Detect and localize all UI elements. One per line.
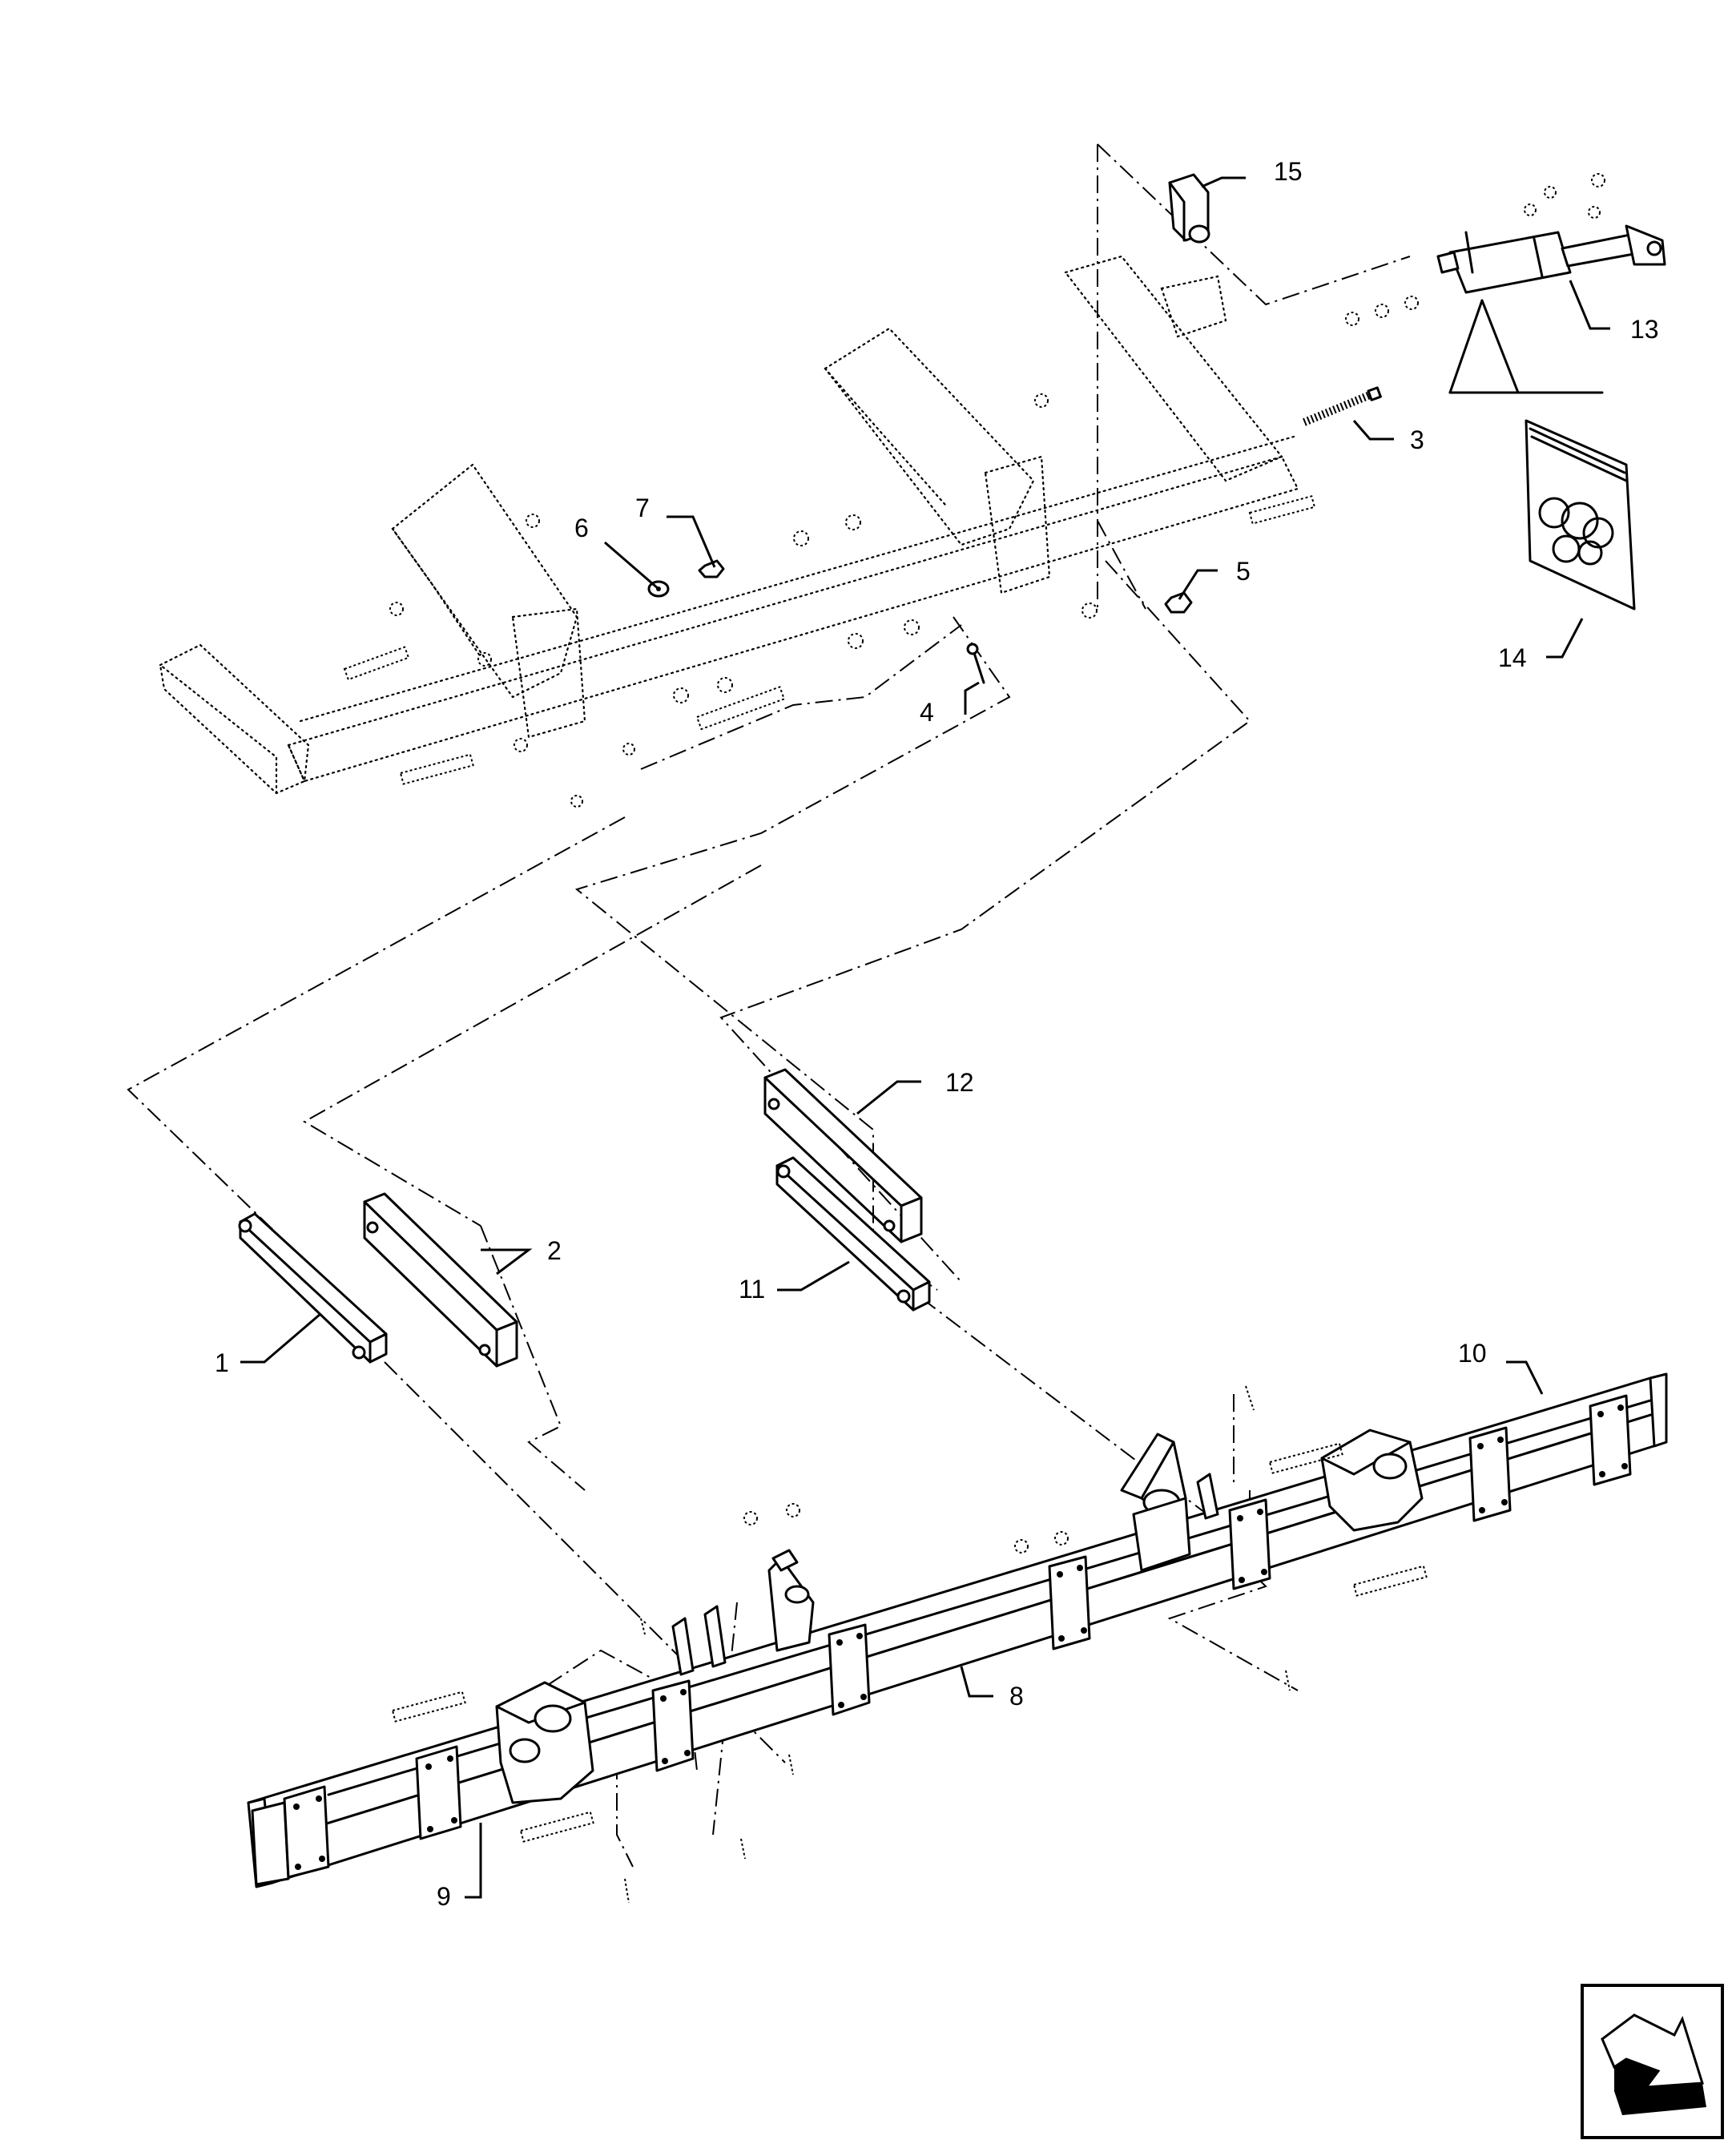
mount-plate	[1048, 1555, 1091, 1650]
callout-3: 3	[1410, 425, 1424, 454]
part-8-main-beam	[247, 1372, 1668, 1888]
part-3-pin	[1303, 386, 1382, 426]
callout-13: 13	[1630, 315, 1659, 344]
part-2-tube	[363, 1192, 518, 1368]
hardware-upper	[343, 393, 1316, 808]
mount-plate	[651, 1679, 695, 1772]
mount-plate	[828, 1623, 871, 1716]
callout-9: 9	[437, 1882, 451, 1911]
mount-plate	[415, 1745, 462, 1840]
mount-plate	[283, 1785, 330, 1879]
callout-7: 7	[635, 494, 650, 522]
part-1-tube	[238, 1212, 388, 1364]
callout-2: 2	[547, 1236, 562, 1265]
mount-plates	[283, 1394, 1632, 1879]
part-9-pivot-bracket	[495, 1681, 594, 1804]
lug-brackets	[671, 1549, 815, 1676]
part-11-tube	[775, 1156, 931, 1312]
callout-leaders	[240, 176, 1610, 1899]
part-13-cylinder	[1345, 173, 1666, 394]
callout-1: 1	[215, 1348, 229, 1377]
callout-labels: 1 2 3 4 5 6 7 8 9 10 11 12 13 14 15	[215, 157, 1659, 1911]
part-12-tube	[763, 1068, 923, 1243]
callout-12: 12	[945, 1068, 974, 1097]
hitch-tower	[1120, 1433, 1219, 1572]
part-5-nut	[1164, 591, 1193, 614]
existing-frame-phantom	[159, 255, 1299, 795]
view-direction-arrow-icon[interactable]	[1581, 1984, 1724, 2139]
callout-11: 11	[739, 1275, 765, 1304]
pivot-bracket-right	[1320, 1429, 1424, 1532]
callout-15: 15	[1274, 157, 1303, 186]
mount-plate	[1468, 1426, 1512, 1522]
callout-5: 5	[1236, 557, 1251, 586]
part-7-nut	[698, 559, 725, 578]
callout-6: 6	[574, 514, 589, 542]
callout-14: 14	[1498, 643, 1527, 672]
callout-4: 4	[920, 698, 934, 727]
seal-kit-bag-icon	[1525, 419, 1636, 611]
part-15-bracket	[1168, 173, 1210, 244]
callout-8: 8	[1009, 1682, 1024, 1711]
part-4-pin	[966, 643, 985, 684]
mount-plate	[1228, 1498, 1271, 1590]
callout-10: 10	[1458, 1339, 1487, 1368]
hardware-lower	[391, 1385, 1428, 1904]
assembly-lines	[127, 143, 1411, 1868]
mount-plate	[1589, 1394, 1632, 1486]
